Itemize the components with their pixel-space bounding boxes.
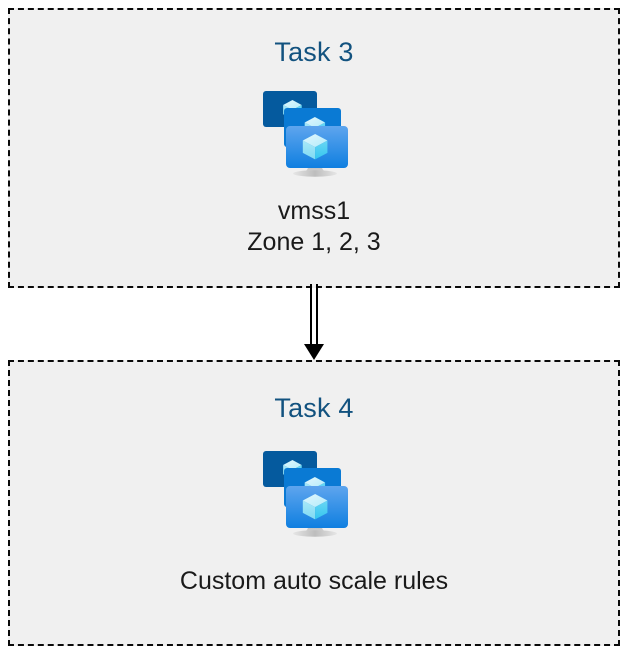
task3-caption-secondary: Zone 1, 2, 3 <box>247 227 381 256</box>
double-line-arrow-down <box>304 284 324 360</box>
task4-node: Custom auto scale rules <box>180 444 448 597</box>
task3-node: vmss1 Zone 1, 2, 3 <box>247 84 381 257</box>
task4-caption-primary: Custom auto scale rules <box>179 567 449 595</box>
task4-heading: Task 4 <box>274 393 354 423</box>
task-box-task4[interactable]: Task 4 <box>8 360 620 646</box>
task-box-task3[interactable]: Task 3 <box>8 8 620 288</box>
azure-vm-scale-set-icon <box>258 444 370 544</box>
task3-caption-primary: vmss1 <box>277 197 351 225</box>
task3-heading: Task 3 <box>274 37 354 67</box>
azure-vm-scale-set-icon <box>258 84 370 184</box>
